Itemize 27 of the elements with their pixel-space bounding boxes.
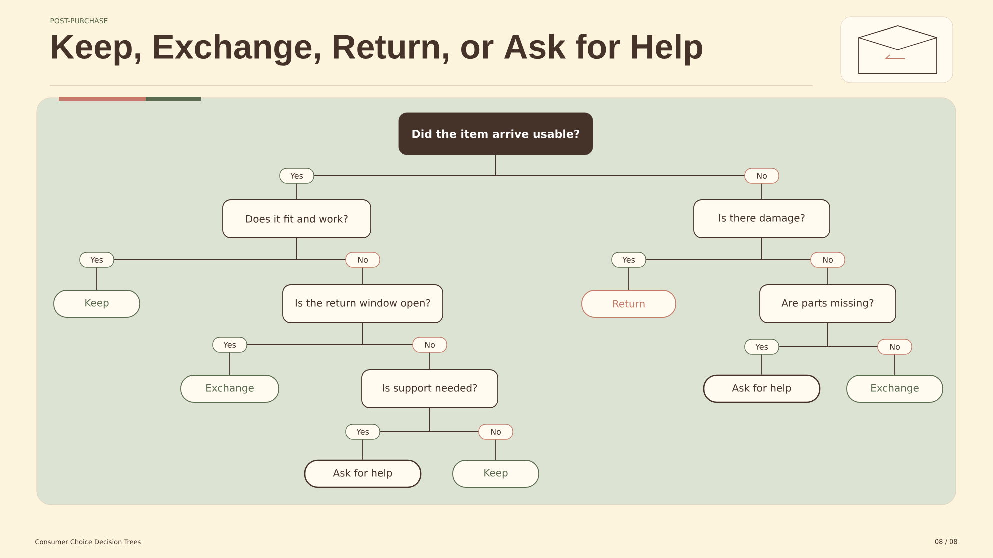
edge-label: Yes — [212, 337, 248, 353]
outcome-box: Ask for help — [304, 460, 422, 488]
question-box: Is support needed? — [362, 370, 498, 408]
edge-label: No — [478, 424, 514, 440]
edge-label: No — [878, 339, 912, 355]
edge-label: Yes — [80, 252, 114, 268]
question-box: Are parts missing? — [760, 284, 896, 324]
edge-label: No — [346, 252, 380, 268]
edge-label: Yes — [346, 424, 380, 440]
edge-label: No — [810, 252, 846, 268]
question-box: Did the item arrive usable? — [398, 112, 594, 156]
edge-label: No — [744, 168, 780, 184]
outcome-box: Ask for help — [703, 374, 821, 404]
outcome-box: Keep — [54, 290, 140, 318]
edge-label: Yes — [744, 339, 780, 355]
outcome-box: Exchange — [180, 375, 280, 403]
connector — [496, 154, 762, 200]
title: Keep, Exchange, Return, or Ask for Help — [52, 34, 702, 66]
question-box: Is there damage? — [694, 200, 830, 238]
question-box: Does it fit and work? — [222, 200, 372, 238]
outcome-box: Exchange — [846, 375, 944, 403]
question-box: Is the return window open? — [282, 284, 444, 324]
edge-label: Yes — [612, 252, 646, 268]
outcome-box: Keep — [452, 460, 540, 488]
outcome-box: Return — [582, 290, 676, 318]
edge-label: No — [412, 337, 448, 353]
edge-label: Yes — [280, 168, 314, 184]
